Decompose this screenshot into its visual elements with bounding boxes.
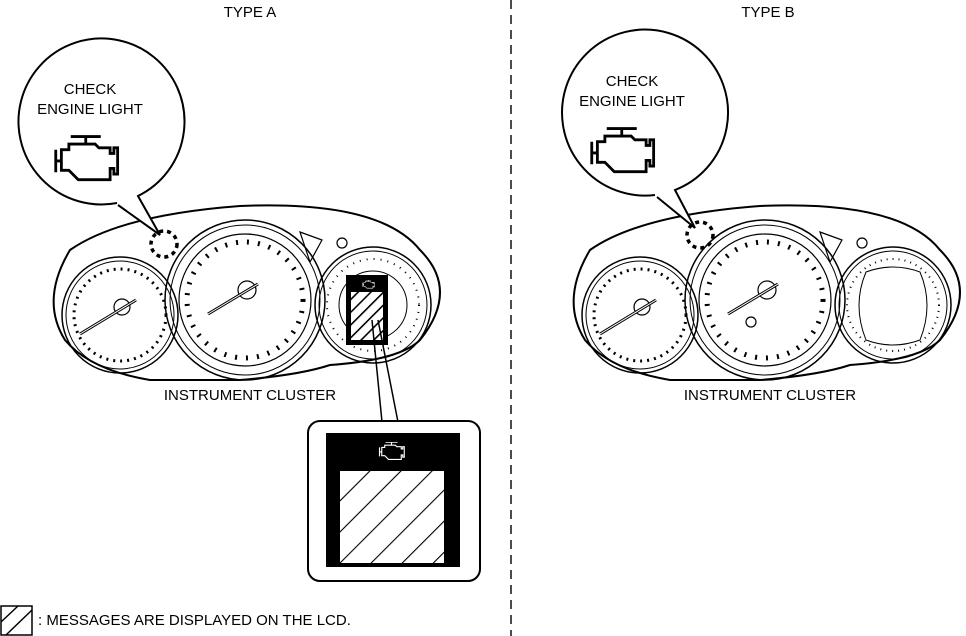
type-b-cluster bbox=[572, 204, 961, 381]
lcd-message-area bbox=[351, 292, 383, 340]
callout-line1: CHECK bbox=[63, 81, 117, 98]
warning-light-highlight bbox=[685, 220, 715, 250]
callout-a bbox=[17, 37, 186, 236]
cluster-label-b: INSTRUMENT CLUSTER bbox=[683, 387, 857, 404]
callout-label-a: CHECK ENGINE LIGHT bbox=[28, 80, 152, 120]
right-gauge bbox=[834, 246, 952, 364]
center-gauge bbox=[164, 219, 326, 381]
left-gauge bbox=[581, 256, 699, 374]
type-a-cluster bbox=[52, 204, 441, 381]
callout-label-b: CHECK ENGINE LIGHT bbox=[570, 72, 694, 112]
warning-light-highlight bbox=[149, 229, 179, 259]
left-gauge bbox=[61, 256, 179, 374]
panel-title-type-a: TYPE A bbox=[223, 4, 277, 21]
right-gauge bbox=[314, 246, 432, 364]
legend-symbol bbox=[0, 605, 33, 636]
legend-text: : MESSAGES ARE DISPLAYED ON THE LCD. bbox=[38, 612, 351, 629]
lcd-detail bbox=[307, 319, 481, 582]
lcd-message-area-detail bbox=[340, 471, 444, 563]
callout-b bbox=[561, 28, 730, 229]
center-gauge bbox=[684, 219, 846, 381]
callout-line2: ENGINE LIGHT bbox=[579, 93, 685, 110]
callout-line2: ENGINE LIGHT bbox=[37, 101, 143, 118]
cluster-label-a: INSTRUMENT CLUSTER bbox=[163, 387, 337, 404]
callout-line1: CHECK bbox=[605, 73, 659, 90]
panel-title-type-b: TYPE B bbox=[741, 4, 795, 21]
